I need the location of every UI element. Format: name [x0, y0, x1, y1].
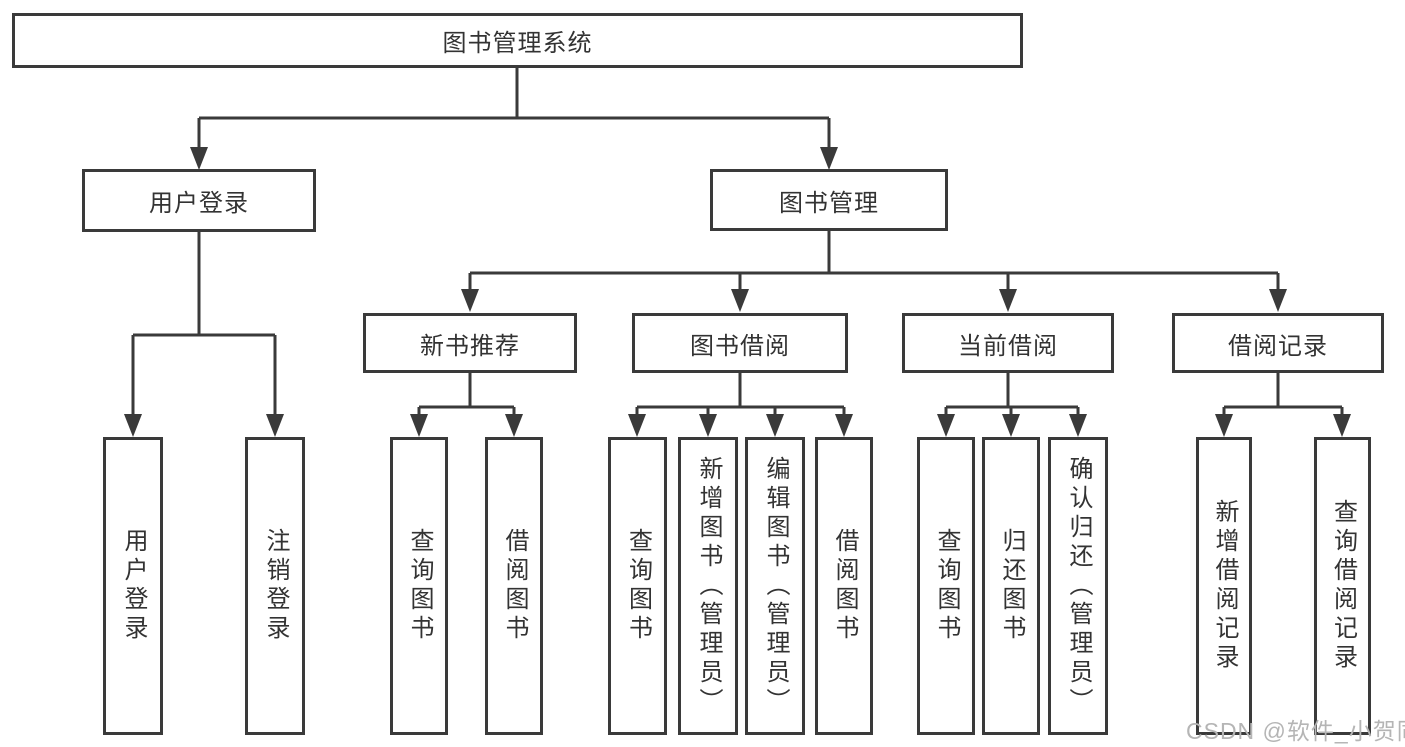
leaf-logout-login: 注销登录	[245, 437, 305, 735]
node-root: 图书管理系统	[12, 13, 1023, 68]
node-book-management: 图书管理	[710, 169, 948, 231]
leaf-borrow-books-recommend: 借阅图书	[485, 437, 543, 735]
node-borrowing-records-label: 借阅记录	[1228, 332, 1328, 360]
connector-current-borrowing-children	[944, 373, 1080, 417]
connector-book-borrowing-children	[635, 373, 846, 417]
connector-new-book-children	[417, 373, 516, 417]
watermark: CSDN @软件_小贺同学	[1186, 718, 1405, 744]
leaf-logout-login-label: 注销登录	[262, 528, 289, 644]
leaf-query-books-borrowing: 查询图书	[608, 437, 667, 735]
leaf-add-books-admin: 新增图书（管理员）	[678, 437, 738, 735]
leaf-user-login: 用户登录	[103, 437, 163, 735]
leaf-add-borrow-record-label: 新增借阅记录	[1211, 499, 1238, 673]
leaf-add-borrow-record: 新增借阅记录	[1196, 437, 1252, 735]
leaf-add-books-admin-label: 新增图书（管理员）	[695, 455, 722, 717]
connector-user-login-children	[131, 232, 277, 417]
leaf-user-login-label: 用户登录	[120, 528, 147, 644]
connector-root-to-level2	[197, 68, 831, 150]
node-book-borrowing: 图书借阅	[632, 313, 848, 373]
connector-borrowing-records-children	[1222, 373, 1344, 417]
leaf-edit-books-admin-label: 编辑图书（管理员）	[762, 455, 789, 717]
node-current-borrowing: 当前借阅	[902, 313, 1114, 373]
leaf-query-borrow-record-label: 查询借阅记录	[1329, 499, 1357, 673]
arrowheads	[124, 147, 1351, 437]
connector-book-management-children	[468, 231, 1280, 292]
leaf-query-books-recommend-label: 查询图书	[406, 528, 433, 644]
leaf-confirm-return-admin-label: 确认归还（管理员）	[1065, 455, 1092, 717]
node-user-login-label: 用户登录	[149, 190, 249, 217]
leaf-borrow-books-recommend-label: 借阅图书	[501, 528, 528, 644]
node-book-borrowing-label: 图书借阅	[690, 332, 790, 360]
node-new-book-recommend-label: 新书推荐	[420, 332, 520, 360]
node-new-book-recommend: 新书推荐	[363, 313, 577, 373]
leaf-query-books-current: 查询图书	[917, 437, 975, 735]
node-current-borrowing-label: 当前借阅	[958, 332, 1058, 360]
node-book-management-label: 图书管理	[779, 189, 879, 217]
leaf-borrow-books-borrowing: 借阅图书	[815, 437, 873, 735]
leaf-query-books-recommend: 查询图书	[390, 437, 448, 735]
leaf-borrow-books-borrowing-label: 借阅图书	[831, 528, 858, 644]
leaf-query-books-borrowing-label: 查询图书	[624, 528, 652, 644]
leaf-return-books: 归还图书	[982, 437, 1040, 735]
node-user-login: 用户登录	[82, 169, 316, 232]
leaf-return-books-label: 归还图书	[998, 528, 1025, 644]
leaf-edit-books-admin: 编辑图书（管理员）	[745, 437, 805, 735]
leaf-query-borrow-record: 查询借阅记录	[1314, 437, 1371, 735]
leaf-query-books-current-label: 查询图书	[933, 528, 960, 644]
node-borrowing-records: 借阅记录	[1172, 313, 1384, 373]
leaf-confirm-return-admin: 确认归还（管理员）	[1048, 437, 1108, 735]
node-root-label: 图书管理系统	[442, 30, 593, 57]
